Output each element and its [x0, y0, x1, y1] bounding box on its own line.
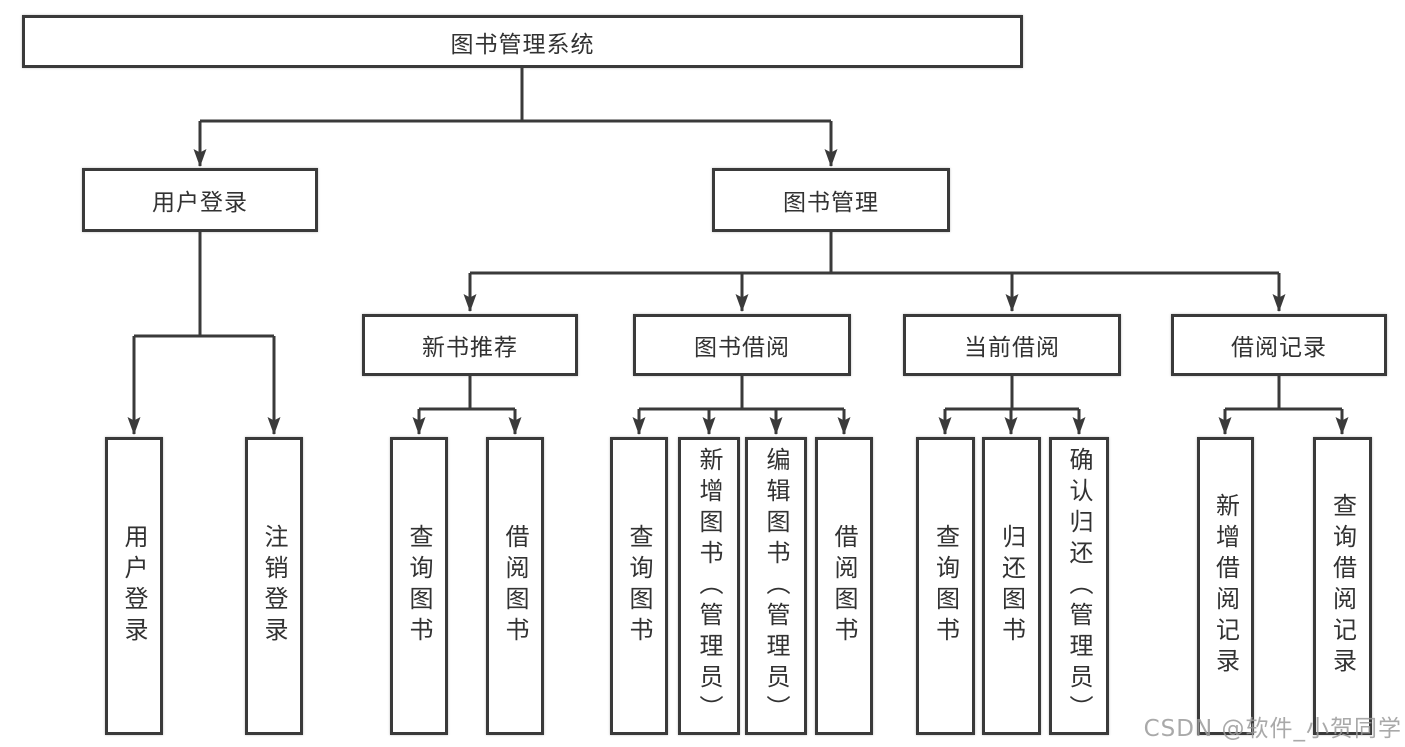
leaf-user-login: 用户登录 [105, 437, 163, 735]
leaf-add-borrow-record: 新增借阅记录 [1197, 437, 1254, 735]
node-new-book-recommend: 新书推荐 [362, 314, 578, 376]
leaf-query-books-recommend: 查询图书 [390, 437, 448, 735]
leaf-add-books-admin: 新增图书（管理员） [678, 437, 740, 735]
node-library-system-root: 图书管理系统 [22, 15, 1023, 68]
leaf-return-books: 归还图书 [982, 437, 1041, 735]
node-book-management-branch: 图书管理 [712, 168, 950, 232]
leaf-query-borrow-record: 查询借阅记录 [1313, 437, 1372, 735]
node-current-borrow: 当前借阅 [903, 314, 1121, 376]
leaf-confirm-return-admin: 确认归还（管理员） [1049, 437, 1109, 735]
leaf-logout: 注销登录 [245, 437, 303, 735]
leaf-query-books-borrow: 查询图书 [610, 437, 668, 735]
node-borrow-records: 借阅记录 [1171, 314, 1387, 376]
node-user-login-branch: 用户登录 [82, 168, 318, 232]
node-book-borrow: 图书借阅 [633, 314, 851, 376]
csdn-watermark: CSDN @软件_小贺同学 [1143, 716, 1402, 742]
leaf-edit-books-admin: 编辑图书（管理员） [745, 437, 807, 735]
leaf-borrow-books-recommend: 借阅图书 [486, 437, 544, 735]
leaf-query-books-current: 查询图书 [916, 437, 975, 735]
leaf-borrow-books: 借阅图书 [815, 437, 873, 735]
